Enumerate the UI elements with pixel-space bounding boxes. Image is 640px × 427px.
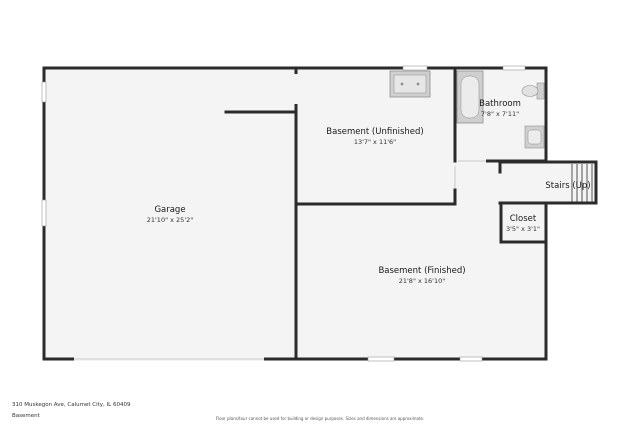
garage-label: Garage bbox=[154, 205, 185, 215]
basement-unfinished-dimensions: 13'7" x 11'6" bbox=[354, 138, 396, 146]
garage-dimensions: 21'10" x 25'2" bbox=[147, 216, 193, 224]
utility-sink-drain-right-icon bbox=[416, 82, 420, 86]
fixtures bbox=[389, 70, 545, 149]
garage-floor bbox=[45, 69, 295, 358]
hall-floor bbox=[455, 161, 500, 205]
basement-finished-label: Basement (Finished) bbox=[378, 266, 465, 276]
toilet-bowl-icon bbox=[521, 85, 539, 97]
basement-unfinished-label: Basement (Unfinished) bbox=[326, 127, 423, 137]
stairs-floor bbox=[500, 163, 595, 203]
window-left-lower bbox=[41, 199, 47, 227]
garage-side-opening bbox=[294, 74, 298, 104]
utility-sink-drain-left-icon bbox=[400, 82, 404, 86]
vanity-basin-icon bbox=[527, 129, 542, 145]
property-address: 310 Muskegon Ave, Calumet City, IL 60409 bbox=[12, 402, 131, 408]
window-top-bathroom bbox=[502, 65, 526, 71]
bathtub-basin-icon bbox=[460, 75, 480, 119]
disclaimer-text: Floor plans/tour cannot be used for buil… bbox=[215, 416, 425, 421]
window-bottom-right bbox=[459, 356, 483, 362]
bathroom-dimensions: 7'8" x 7'11" bbox=[481, 110, 519, 118]
room-labels: Garage 21'10" x 25'2" Basement (Unfinish… bbox=[147, 99, 591, 285]
basement-finished-dimensions: 21'8" x 16'10" bbox=[399, 277, 445, 285]
door-edges bbox=[74, 160, 486, 360]
stairs-label: Stairs (Up) bbox=[545, 181, 590, 191]
closet-label: Closet bbox=[510, 214, 537, 224]
utility-sink-basin-icon bbox=[393, 74, 427, 94]
stair-treads bbox=[571, 164, 593, 202]
window-bottom-left bbox=[367, 356, 395, 362]
floor-level-label: Basement bbox=[12, 413, 40, 419]
basement-finished-floor bbox=[297, 205, 545, 358]
window-left-upper bbox=[41, 81, 47, 103]
windows bbox=[41, 65, 526, 362]
bathroom-label: Bathroom bbox=[479, 99, 521, 109]
window-top-unfinished bbox=[402, 65, 428, 71]
closet-dimensions: 3'5" x 3'1" bbox=[506, 225, 540, 233]
